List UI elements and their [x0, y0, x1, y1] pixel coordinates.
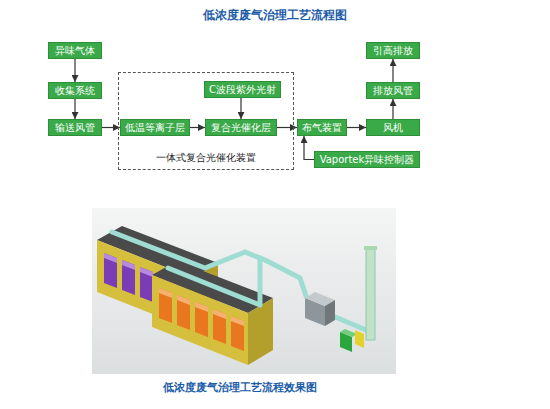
process-box: 布气装置	[297, 119, 347, 136]
process-box: 复合光催化层	[205, 119, 277, 136]
process-box: 引高排放	[366, 42, 420, 59]
flow-arrow	[392, 99, 393, 119]
exhaust-stack	[366, 248, 375, 340]
process-box: Vaportek异味控制器	[314, 151, 420, 168]
box-label: 收集系统	[55, 85, 95, 97]
group-label: 一体式复合光催化装置	[156, 152, 256, 164]
flow-arrow	[304, 136, 314, 160]
box-label: 输送风管	[55, 122, 95, 134]
box-label: 布气装置	[302, 122, 342, 134]
unit-housing	[152, 275, 248, 365]
box-label: C波段紫外光射	[209, 84, 276, 96]
process-box: 输送风管	[48, 119, 102, 136]
flow-arrow	[74, 99, 75, 119]
flow-arrow	[74, 59, 75, 82]
device-group: 一体式复合光催化装置 低温等离子层 C波段紫外光射复合光催化层	[118, 72, 294, 170]
unit-end	[248, 298, 273, 365]
control-box	[355, 330, 364, 348]
process-box: 排放风管	[366, 82, 420, 99]
box-label: 排放风管	[373, 85, 413, 97]
process-box: C波段紫外光射	[204, 81, 281, 98]
process-box: 低温等离子层	[120, 119, 190, 136]
diagram-title: 低浓度废气治理工艺流程图	[0, 7, 550, 24]
flow-arrow	[392, 59, 393, 82]
flow-arrow	[277, 127, 297, 128]
process-box: 风机	[366, 119, 420, 136]
process-box: 收集系统	[48, 82, 102, 99]
box-label: Vaportek异味控制器	[320, 154, 415, 166]
air-duct	[112, 232, 366, 330]
fan	[325, 300, 335, 326]
control-box	[340, 329, 357, 337]
box-label: 风机	[383, 122, 403, 134]
diagram-caption: 低浓度废气治理工艺流程效果图	[90, 380, 390, 395]
box-label: 低温等离子层	[125, 122, 185, 134]
flow-arrow	[347, 127, 366, 128]
box-label: 复合光催化层	[211, 122, 271, 134]
box-label: 引高排放	[373, 45, 413, 57]
illustration-ground	[92, 208, 396, 374]
flow-arrow	[190, 127, 205, 128]
box-label: 异味气体	[55, 45, 95, 57]
exhaust-stack	[364, 246, 377, 250]
process-box: 异味气体	[48, 42, 102, 59]
orange-modules	[159, 288, 244, 351]
flow-arrow	[240, 98, 241, 119]
